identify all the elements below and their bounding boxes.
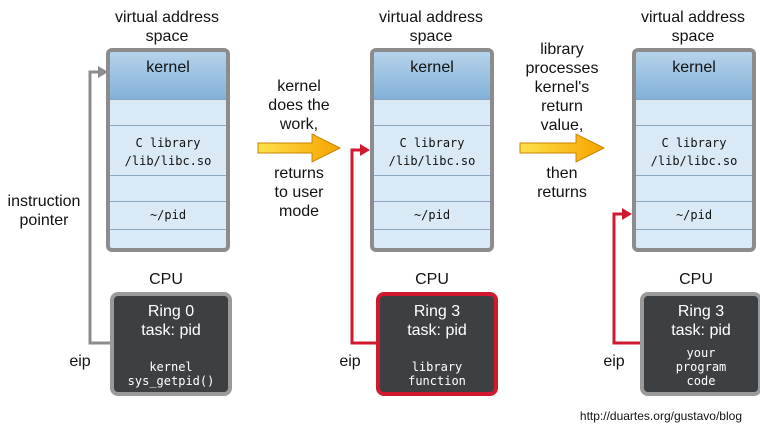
- kernel-segment-1: kernel: [110, 52, 226, 100]
- eip-label-2: eip: [339, 353, 361, 370]
- memory-segment: [374, 100, 490, 126]
- transition-2-upper-text: library processes kernel's return value,: [525, 41, 599, 134]
- ring-label-3: Ring 3: [677, 303, 725, 320]
- memory-block-2: kernel C library /lib/libc.so ~/pid: [370, 48, 494, 252]
- cpu-box-1: Ring 0 task: pid kernel sys_getpid(): [110, 292, 232, 396]
- memory-segment: [110, 100, 226, 126]
- cpu-box-3: Ring 3 task: pid your program code: [640, 292, 760, 396]
- kernel-segment-2: kernel: [374, 52, 490, 100]
- vas-title-1: virtual address space: [114, 9, 220, 45]
- memory-segment: [110, 176, 226, 202]
- libc-segment-wrap-1: C library /lib/libc.so: [110, 126, 226, 176]
- ring-label-2: Ring 3: [413, 303, 461, 320]
- libc-segment-wrap-2: C library /lib/libc.so: [374, 126, 490, 176]
- task-label-3: task: pid: [671, 322, 731, 339]
- eip-label-1: eip: [69, 353, 91, 370]
- code-label-2: library function: [408, 360, 466, 388]
- instruction-pointer-line-1: [88, 70, 110, 345]
- libc-segment-2: C library /lib/libc.so: [388, 136, 476, 168]
- instruction-pointer-line-2: [350, 148, 376, 345]
- memory-segment: [636, 176, 752, 202]
- transition-2-lower-text: then returns: [537, 165, 587, 201]
- memory-block-3: kernel C library /lib/libc.so ~/pid: [632, 48, 756, 252]
- transition-1-upper-text: kernel does the work,: [268, 78, 330, 133]
- instruction-pointer-arrowhead-2: [360, 144, 370, 156]
- ring-label-1: Ring 0: [147, 303, 195, 320]
- instruction-pointer-arrowhead-1: [98, 66, 108, 78]
- cpu-label-2: CPU: [415, 271, 449, 288]
- instruction-pointer-line-3: [612, 212, 640, 345]
- memory-block-1: kernel C library /lib/libc.so ~/pid: [106, 48, 230, 252]
- task-label-2: task: pid: [407, 322, 467, 339]
- cpu-label-3: CPU: [679, 271, 713, 288]
- program-segment-3: ~/pid: [636, 202, 752, 230]
- task-label-1: task: pid: [141, 322, 201, 339]
- credit-link[interactable]: http://duartes.org/gustavo/blog: [579, 409, 742, 423]
- instruction-pointer-label: instruction pointer: [7, 193, 81, 229]
- cpu-box-2: Ring 3 task: pid library function: [376, 292, 498, 396]
- memory-segment: [636, 100, 752, 126]
- libc-segment-1: C library /lib/libc.so: [124, 136, 212, 168]
- kernel-segment-3: kernel: [636, 52, 752, 100]
- vas-title-3: virtual address space: [640, 9, 746, 45]
- libc-segment-3: C library /lib/libc.so: [650, 136, 738, 168]
- program-segment-1: ~/pid: [110, 202, 226, 230]
- code-label-1: kernel sys_getpid(): [127, 360, 215, 388]
- memory-segment: [374, 176, 490, 202]
- vas-title-2: virtual address space: [378, 9, 484, 45]
- instruction-pointer-arrowhead-3: [622, 208, 632, 220]
- code-label-3: your program code: [675, 346, 727, 388]
- libc-segment-wrap-3: C library /lib/libc.so: [636, 126, 752, 176]
- eip-label-3: eip: [603, 353, 625, 370]
- transition-arrow-1: [257, 133, 342, 163]
- transition-1-lower-text: returns to user mode: [274, 165, 324, 220]
- transition-arrow-2: [519, 133, 606, 163]
- program-segment-2: ~/pid: [374, 202, 490, 230]
- cpu-label-1: CPU: [149, 271, 183, 288]
